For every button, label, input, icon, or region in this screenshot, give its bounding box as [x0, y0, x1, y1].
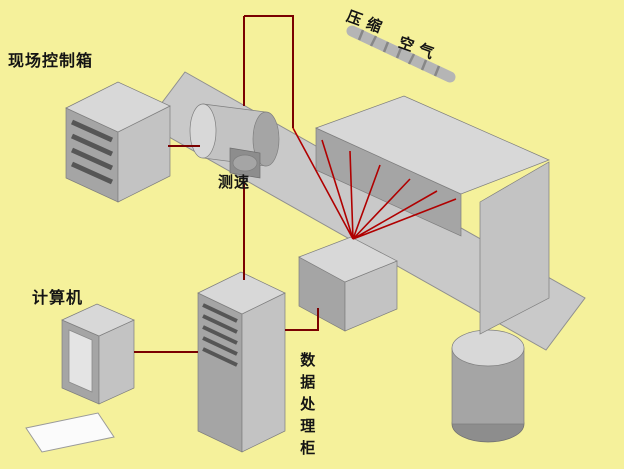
- wire-overhead: [244, 15, 294, 128]
- gantry-leg: [479, 161, 550, 335]
- wire-cabinet-platform: [285, 308, 319, 331]
- monitor-screen: [68, 329, 93, 393]
- gantry-beam-top-face: [315, 95, 550, 195]
- compressed-air-pipe: [346, 25, 456, 83]
- signal-wires: [134, 15, 319, 353]
- pulley-left-cap: [189, 103, 217, 159]
- head-pulley: [189, 103, 280, 179]
- control-box-vent-slots: [70, 119, 114, 185]
- data-processing-cabinet: [197, 271, 286, 453]
- sensor-wheel: [232, 154, 258, 172]
- cabinet-side-face: [241, 292, 286, 453]
- platform-top-face: [298, 236, 398, 283]
- gantry-frame: [315, 95, 550, 335]
- cabinet-top-face: [197, 271, 286, 315]
- keyboard: [25, 412, 115, 453]
- weighing-platform: [298, 236, 398, 332]
- air-pipe-body: [346, 25, 456, 83]
- speed-sensor-roller: [229, 147, 261, 179]
- laser-scanner-beams: [292, 127, 457, 240]
- monitor-top-face: [61, 303, 135, 337]
- speed-measurement-label: 测速: [218, 173, 251, 191]
- pulley-right-cap: [252, 111, 280, 167]
- laser-beam-fan: [292, 127, 457, 240]
- computer-monitor: [61, 303, 135, 405]
- field-control-box: [65, 81, 171, 203]
- cabinet-vent-slots: [202, 303, 238, 367]
- computer-label: 计算机: [32, 288, 84, 307]
- data-cabinet-label: 数据处理柜: [298, 352, 317, 462]
- end-drum: [451, 329, 525, 443]
- drum-top-cap: [451, 329, 525, 367]
- computer-workstation: [25, 303, 135, 453]
- field-control-box-label: 现场控制箱: [8, 51, 94, 70]
- air-pipe-ribs: [357, 29, 441, 77]
- control-box-top-face: [65, 81, 171, 133]
